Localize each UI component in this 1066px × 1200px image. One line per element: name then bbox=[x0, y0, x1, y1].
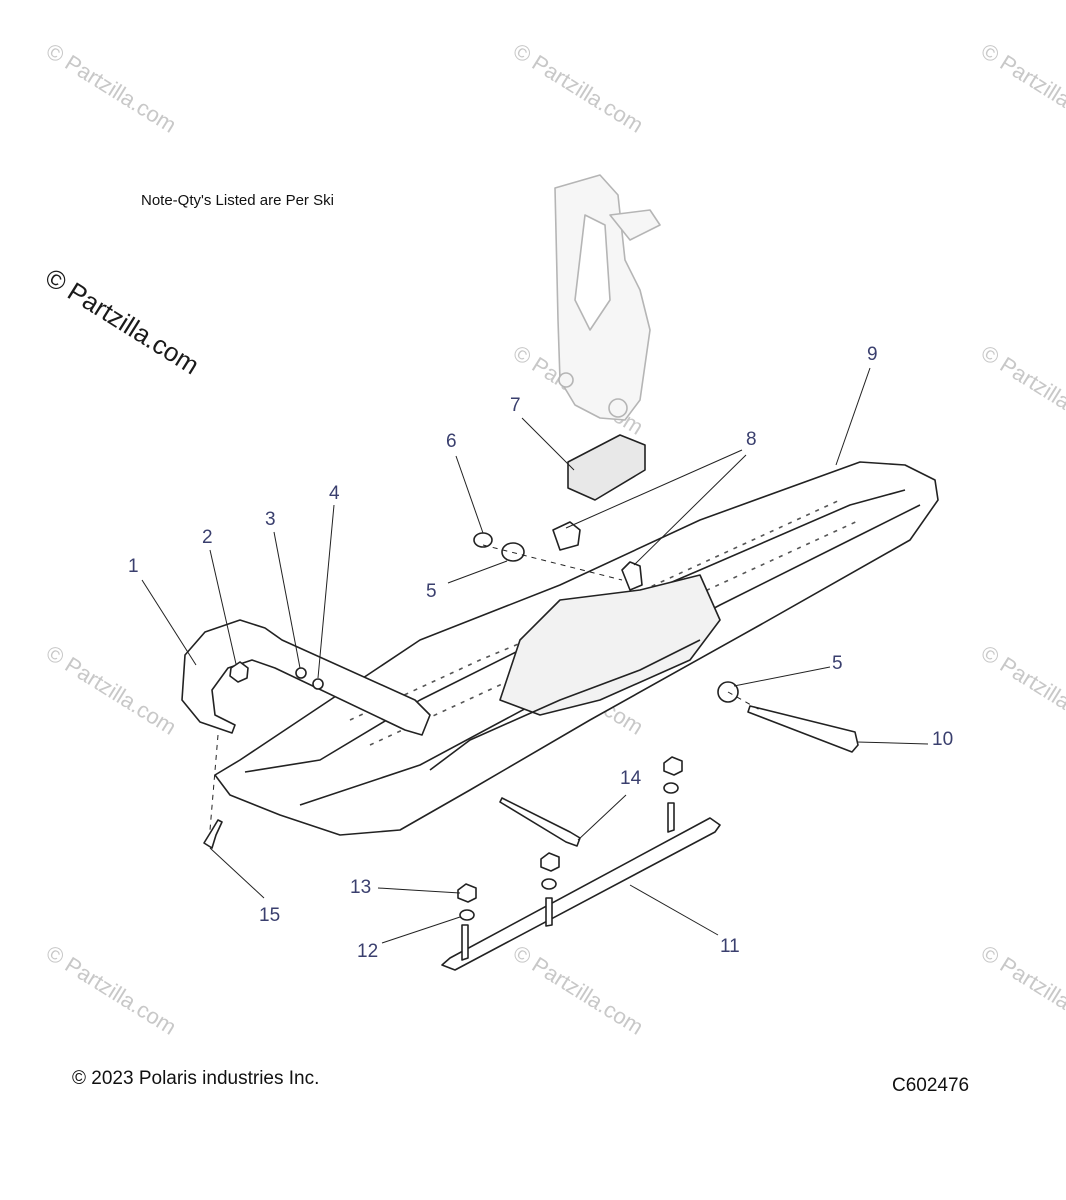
callout-11: 11 bbox=[720, 936, 740, 957]
callout-3: 3 bbox=[265, 509, 276, 530]
handle-washer-small bbox=[312, 678, 324, 690]
callout-12: 12 bbox=[357, 941, 378, 962]
skag-washer bbox=[459, 909, 475, 921]
callout-5: 5 bbox=[426, 581, 437, 602]
callout-7: 7 bbox=[510, 395, 521, 416]
callout-8: 8 bbox=[746, 429, 757, 450]
callout-4: 4 bbox=[329, 483, 340, 504]
leader-lines bbox=[141, 367, 929, 944]
callout-13: 13 bbox=[350, 877, 371, 898]
skag-stud bbox=[667, 802, 675, 833]
spindle-mount-bushing bbox=[621, 561, 643, 591]
skag-nut bbox=[540, 852, 560, 872]
callout-10: 10 bbox=[932, 729, 953, 750]
skag-nut bbox=[457, 883, 477, 903]
ski-handle bbox=[181, 619, 431, 736]
handle-bolt bbox=[203, 819, 223, 849]
callout-2: 2 bbox=[202, 527, 213, 548]
skag-stud bbox=[545, 897, 553, 927]
callout-6: 6 bbox=[446, 431, 457, 452]
skag-stud bbox=[461, 924, 469, 961]
spindle-bushing bbox=[473, 532, 493, 548]
spindle-washer-left bbox=[501, 542, 525, 562]
diagram-note: Note-Qty's Listed are Per Ski bbox=[141, 192, 334, 209]
skag-washer bbox=[541, 878, 557, 890]
copyright-text: © 2023 Polaris industries Inc. bbox=[72, 1068, 320, 1089]
callout-15: 15 bbox=[259, 905, 280, 926]
skag-washer bbox=[663, 782, 679, 794]
handle-washer bbox=[295, 667, 307, 679]
diagram-code: C602476 bbox=[892, 1075, 970, 1096]
skag-bolt bbox=[499, 797, 581, 847]
assembly-lines bbox=[209, 544, 761, 831]
ski-body bbox=[214, 461, 939, 836]
callout-5: 5 bbox=[832, 653, 843, 674]
callout-9: 9 bbox=[867, 344, 878, 365]
carbide-skag bbox=[441, 817, 721, 971]
callout-14: 14 bbox=[620, 768, 642, 789]
callout-1: 1 bbox=[128, 556, 139, 577]
spindle-outline bbox=[554, 174, 661, 421]
skag-nut bbox=[663, 756, 683, 776]
spindle-bushing-right bbox=[552, 521, 581, 551]
ski-stopper bbox=[567, 434, 646, 501]
spindle-bolt bbox=[747, 705, 859, 753]
handle-nut bbox=[229, 661, 249, 683]
